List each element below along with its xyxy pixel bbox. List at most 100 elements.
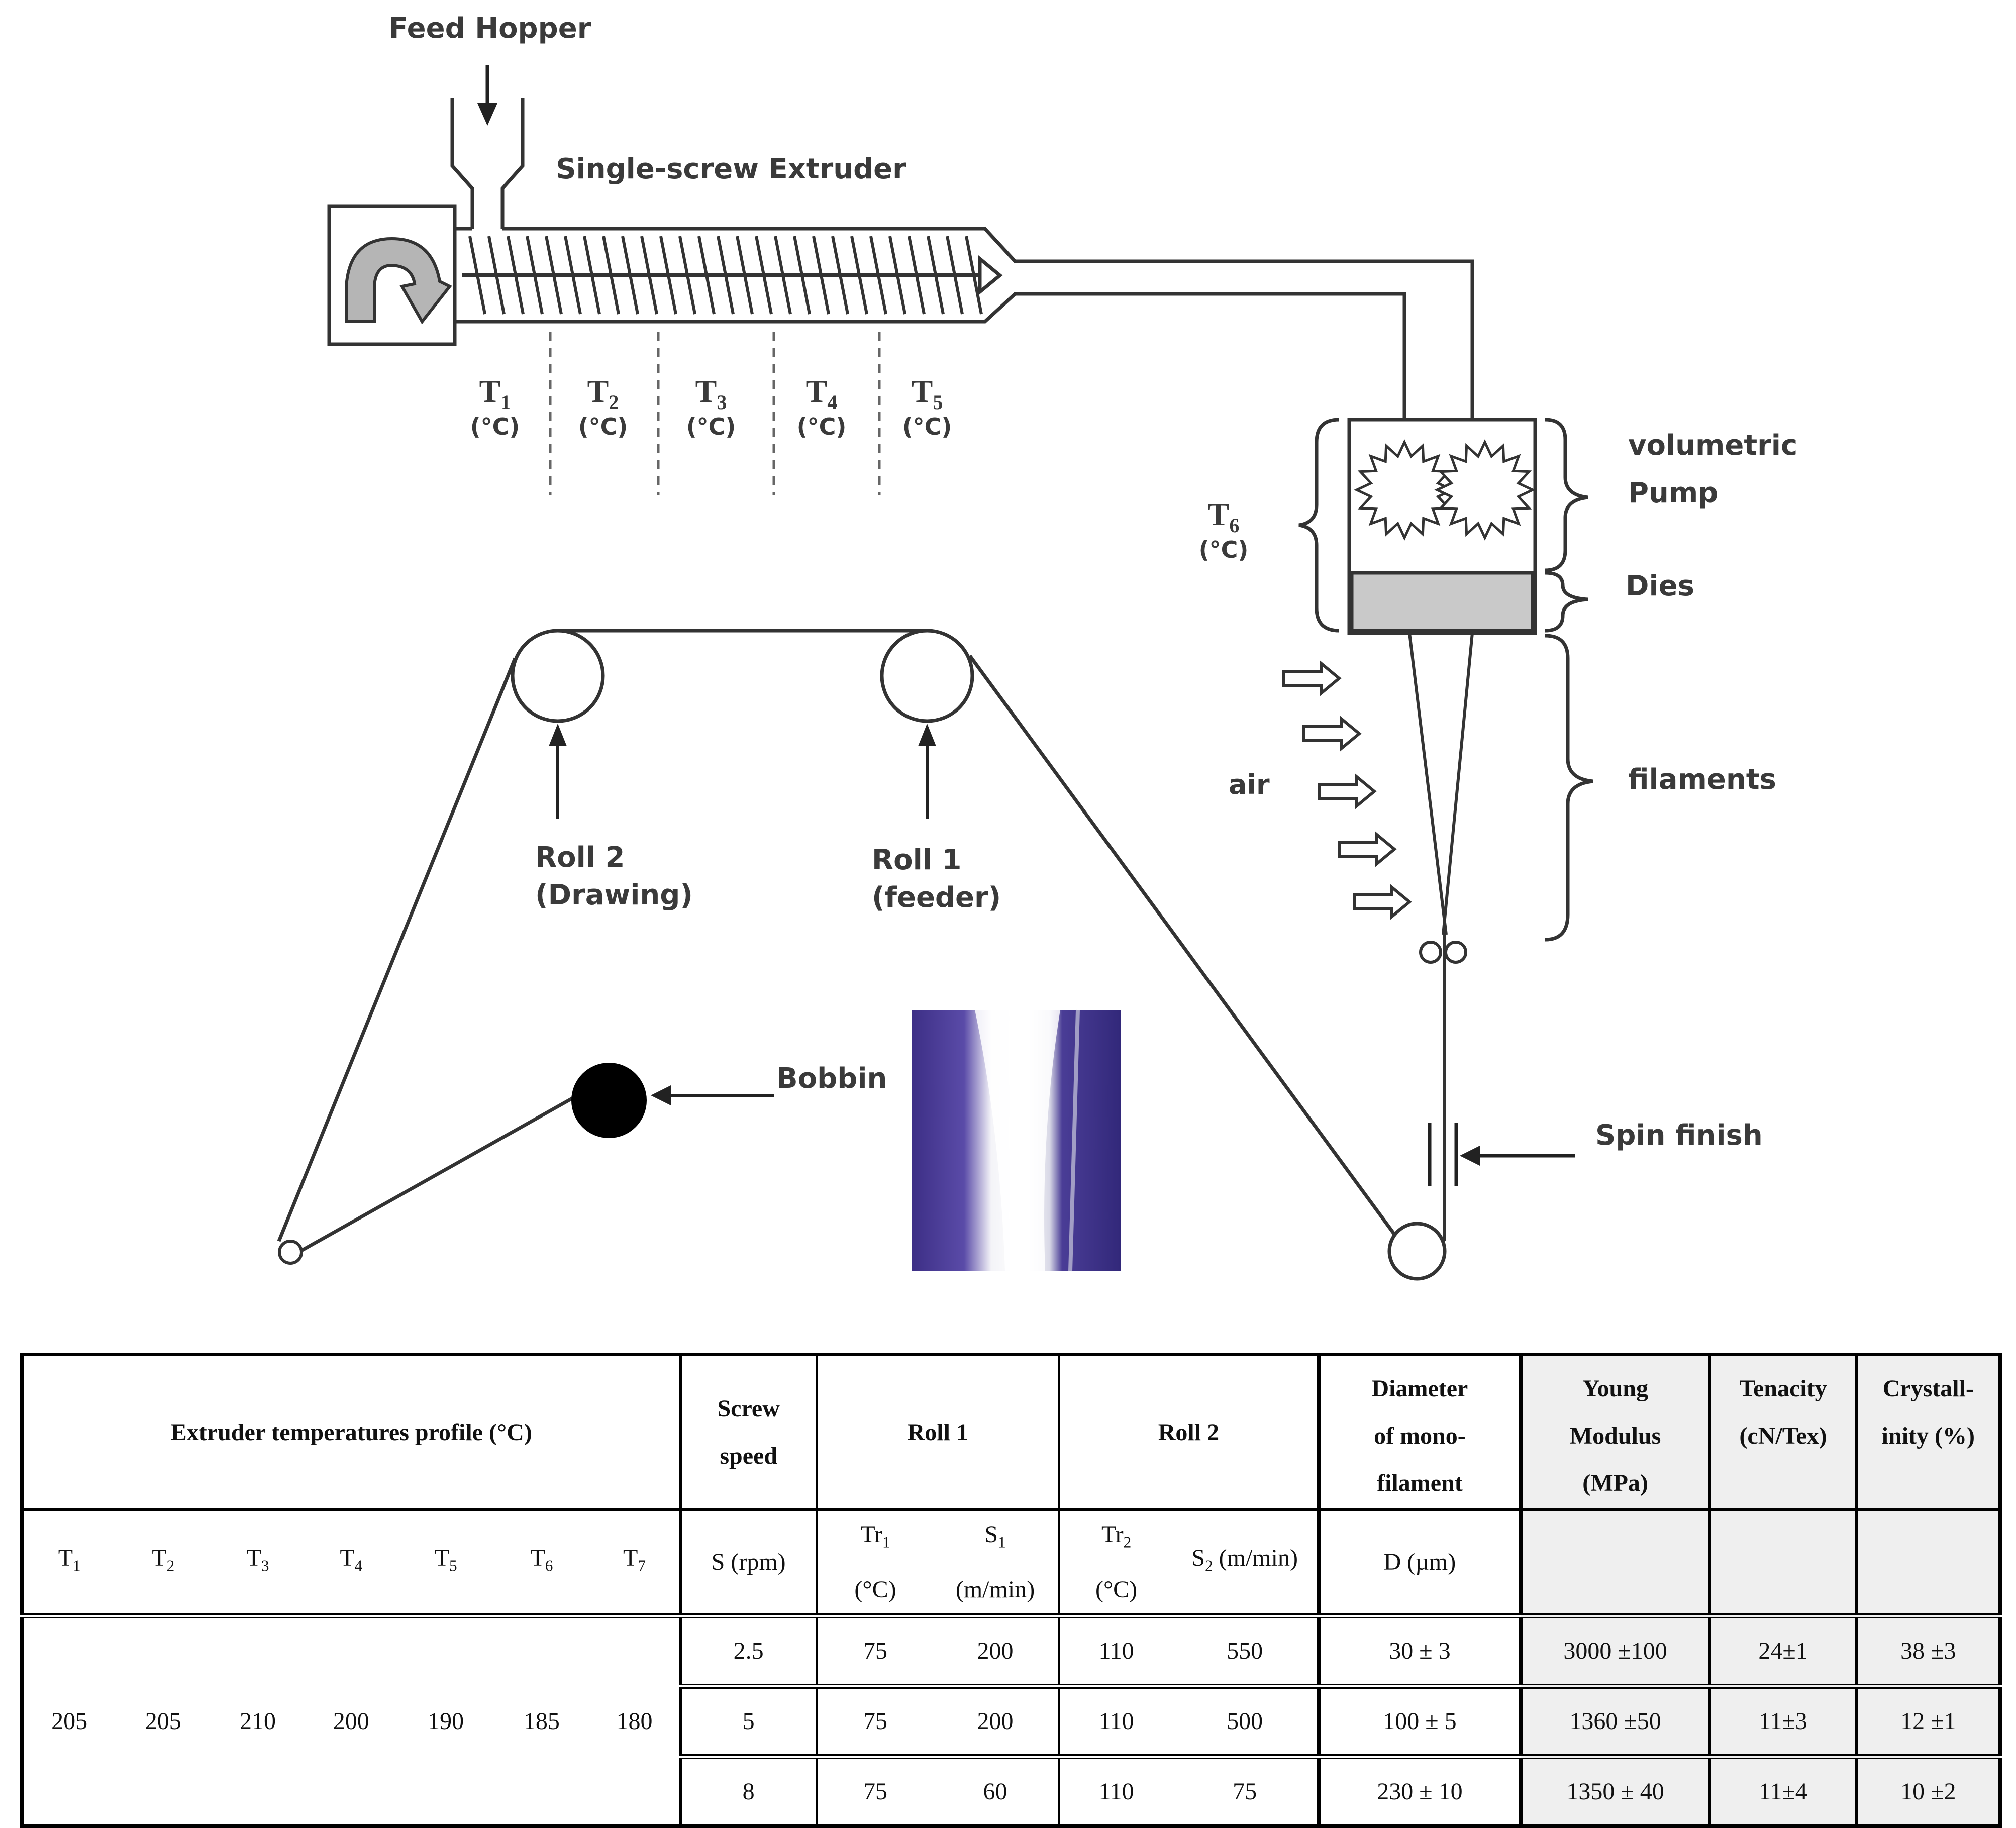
pump-zone-unit-label: (°C) [1199, 536, 1249, 563]
screw-header-line2: speed [720, 1442, 778, 1469]
spin-finish-applicator [1428, 1123, 1575, 1186]
temp-t4: 200 [304, 1613, 398, 1826]
sub-s1: S1(m/min) [933, 1508, 1059, 1616]
cell-s: 2.5 [679, 1613, 817, 1686]
sub-t4: T4 [304, 1508, 398, 1616]
cell-d: 30 ± 3 [1317, 1613, 1521, 1686]
screw-flight [793, 236, 811, 315]
roll-1-sublabel: (feeder) [872, 881, 1001, 914]
cell-tenacity: 11±4 [1708, 1754, 1857, 1826]
roll-2-sublabel: (Drawing) [535, 879, 693, 911]
cell-crystallinity: 12 ±1 [1854, 1683, 2000, 1757]
right-braces [1545, 418, 1593, 942]
diameter-header-line3: filament [1377, 1470, 1463, 1496]
screw-speed-header: Screw speed [679, 1354, 817, 1510]
process-diagram: Feed Hopper Single-screw Extruder T1(°C)… [277, 12, 1797, 1281]
screw-flight [678, 236, 696, 315]
dies-label: Dies [1626, 570, 1694, 602]
air-arrows [1282, 660, 1412, 920]
screw-flight [812, 236, 830, 315]
sub-tr1-index: 1 [882, 1533, 890, 1551]
roll-1-header: Roll 1 [815, 1354, 1059, 1510]
screw-flight [583, 236, 601, 315]
sub-tr1: Tr1 (°C) [815, 1508, 933, 1616]
pump-zone-brace [1298, 418, 1340, 633]
screw-flight [621, 236, 639, 315]
screw-flight [869, 236, 887, 315]
zone-unit-label: (°C) [686, 413, 736, 440]
sub-d: D (µm) [1317, 1508, 1521, 1616]
screw-flight [908, 236, 926, 315]
feed-hopper [450, 98, 525, 229]
cell-tenacity: 11±3 [1708, 1683, 1857, 1757]
temp-t5: 190 [397, 1613, 494, 1826]
zone-temp-label: T1 [479, 373, 511, 414]
filament-photo [912, 1009, 1121, 1272]
zone-unit-label: (°C) [902, 413, 952, 440]
air-arrow-icon [1338, 831, 1397, 867]
screw-flight [946, 236, 964, 315]
gear-left [1354, 439, 1455, 541]
sub-s2: S2 (m/min) [1172, 1508, 1319, 1616]
sub-tr2-unit: (°C) [1095, 1576, 1138, 1603]
cell-tr2: 110 [1057, 1754, 1173, 1826]
sub-tr2: Tr2(°C) [1057, 1508, 1173, 1616]
bottom-guide-roll [1387, 1222, 1447, 1281]
cell-d: 100 ± 5 [1317, 1683, 1521, 1757]
temp-t1: 205 [22, 1613, 116, 1826]
sub-t7-index: 7 [638, 1557, 646, 1575]
roll-1-arrowhead [918, 724, 936, 746]
screw-flight [564, 236, 582, 315]
pump-block [1347, 418, 1537, 635]
young-header-line1: Young [1582, 1375, 1648, 1402]
screw-flight [736, 236, 754, 315]
spin-finish-arrow [1460, 1146, 1480, 1166]
sub-tr1-unit: (°C) [854, 1576, 896, 1603]
cell-crystallinity: 38 ±3 [1854, 1613, 2000, 1686]
extruder-label: Single-screw Extruder [556, 153, 906, 185]
young-header-line3: (MPa) [1582, 1470, 1648, 1496]
zone-temp-label: T3 [695, 373, 727, 414]
screw-flight [468, 236, 486, 315]
diameter-header-line1: Diameter [1371, 1375, 1468, 1402]
cell-s1: 200 [933, 1613, 1059, 1686]
sub-t2: T2 [115, 1508, 212, 1616]
cell-tr1: 75 [815, 1613, 933, 1686]
air-arrow-icon [1302, 716, 1362, 752]
table-header-row: Extruder temperatures profile (°C) Screw… [22, 1354, 2000, 1510]
bobbin-arrowhead [651, 1085, 671, 1105]
table-subheader-row: T1 T2 T3 T4 T5 T6 T7 S (rpm) Tr1(°C) S1(… [22, 1508, 2000, 1616]
extruder-profile-header: Extruder temperatures profile (°C) [170, 1418, 532, 1446]
spin-finish-label: Spin finish [1595, 1119, 1763, 1152]
sub-t5: T5 [397, 1508, 494, 1616]
roll-2-circle [511, 629, 605, 723]
cell-s1: 60 [933, 1754, 1059, 1826]
table-row: 5 75 200 110 500 100 ± 5 1360 ±50 11±3 1… [22, 1683, 2000, 1757]
motor-arrow-icon [345, 237, 452, 325]
cryst-header-line1: Crystall- [1882, 1375, 1974, 1402]
cell-s2: 500 [1172, 1683, 1319, 1757]
sub-t6: T6 [493, 1508, 590, 1616]
cell-young: 1360 ±50 [1519, 1683, 1710, 1757]
cell-young: 1350 ± 40 [1519, 1754, 1710, 1826]
zone-temp-label: T4 [806, 373, 838, 414]
cell-tr1: 75 [815, 1683, 933, 1757]
bobbin-label: Bobbin [776, 1062, 887, 1095]
cell-d: 230 ± 10 [1317, 1754, 1521, 1826]
roll-2-label: Roll 2 [535, 841, 625, 874]
zone-unit-label: (°C) [797, 413, 847, 440]
sub-tr1-label: Tr [860, 1521, 882, 1548]
screw-header-line1: Screw [717, 1395, 780, 1422]
crystallinity-header: Crystall-inity (%) [1854, 1354, 2000, 1510]
guide-eyelet-icon [1419, 941, 1467, 964]
sub-young-empty [1519, 1508, 1710, 1616]
air-arrow-icon [1282, 660, 1342, 696]
roll-arrows [556, 744, 929, 1097]
tenacity-header-line1: Tenacity [1739, 1375, 1827, 1402]
process-parameters-table: Extruder temperatures profile (°C) Screw… [20, 1353, 2002, 1828]
sub-s1-label: S [984, 1521, 998, 1548]
sub-s2-unit: (m/min) [1213, 1545, 1298, 1571]
air-label: air [1229, 769, 1270, 800]
cryst-header-line2: inity (%) [1881, 1423, 1975, 1449]
